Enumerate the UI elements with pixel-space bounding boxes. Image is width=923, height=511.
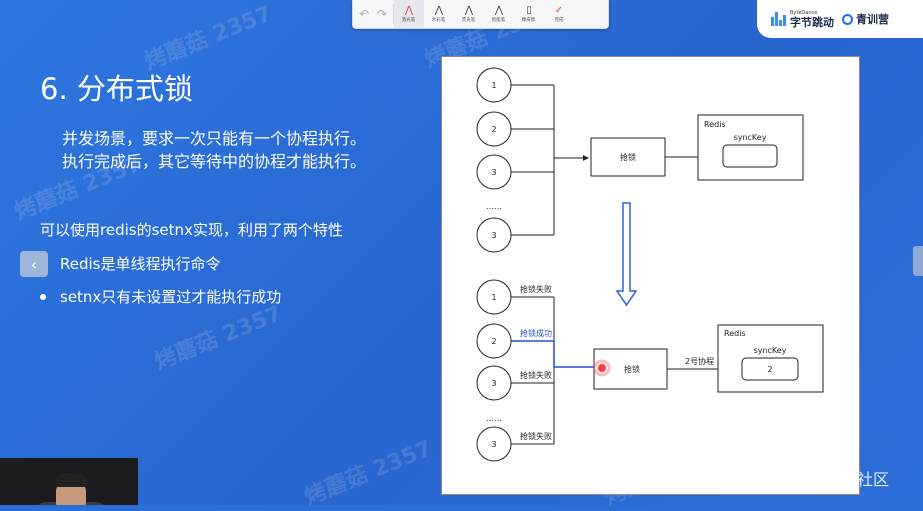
bytedance-cn: 字节跳动 [790, 16, 834, 29]
done-tool[interactable]: ✓ 完成 [544, 0, 574, 28]
node-label: 3 [491, 168, 496, 177]
undo-icon[interactable]: ↶ [359, 7, 369, 21]
synckey-value: 2 [767, 365, 772, 374]
use-lead-text: 可以使用redis的setnx实现，利用了两个特性 [40, 219, 343, 240]
watercolor-pen-tool[interactable]: ⋀ 水彩笔 [424, 0, 454, 28]
tool-label: 橡皮擦 [522, 16, 536, 22]
annotation-toolbar: ↶ ↷ ⋀ 激光笔 ⋀ 水彩笔 ⋀ 荧光笔 ⋀ 智能笔 ▯ 橡皮擦 ✓ 完成 [352, 0, 609, 29]
node-label: …… [486, 414, 502, 423]
node-label: 3 [491, 379, 496, 388]
eraser-icon: ▯ [526, 5, 532, 16]
synckey-slot [723, 145, 777, 167]
bytedance-logo-icon [771, 12, 786, 26]
prev-slide-button[interactable]: ‹ [20, 251, 48, 277]
diagram-canvas: 1 2 3 …… 3 抢锁 Redis syncKey 抢锁失败 抢锁成功 抢锁… [442, 57, 859, 494]
redo-icon[interactable]: ↷ [377, 7, 387, 21]
intro-line-1: 并发场景，要求一次只能有一个协程执行。 [62, 125, 366, 149]
highlighter-tool[interactable]: ⋀ 荧光笔 [454, 0, 484, 28]
synckey-label: syncKey [754, 346, 787, 355]
laser-pointer-icon: ⋀ [405, 5, 413, 16]
bytedance-name: ByteDance 字节跳动 [790, 10, 834, 29]
node-label: 2 [491, 125, 496, 134]
highlighter-icon: ⋀ [465, 5, 473, 16]
tool-label: 智能笔 [492, 16, 506, 22]
edge-label: 抢锁失败 [520, 431, 552, 441]
qingxun-name: 青训营 [856, 11, 889, 27]
qingxun-logo-icon [842, 14, 853, 25]
eraser-tool[interactable]: ▯ 橡皮擦 [514, 0, 544, 28]
site-watermark: @稀土掘金技术社区 [745, 466, 889, 490]
laser-pointer-dot [598, 364, 606, 372]
tool-label: 激光笔 [402, 16, 416, 22]
slide-title: 6. 分布式锁 [40, 66, 193, 108]
bullet-text: setnx只有未设置过才能执行成功 [60, 286, 281, 307]
tool-label: 荧光笔 [462, 16, 476, 22]
edge-label-success: 抢锁成功 [520, 328, 552, 338]
presenter-hair [54, 473, 88, 487]
node-label: 2 [491, 337, 496, 346]
bullet-item: setnx只有未设置过才能执行成功 [40, 286, 281, 307]
smart-pen-tool[interactable]: ⋀ 智能笔 [484, 0, 514, 28]
node-label: 3 [491, 440, 496, 449]
lock-label: 抢锁 [624, 364, 640, 374]
presenter-webcam [0, 458, 138, 505]
tool-label: 完成 [554, 16, 563, 22]
lock-diagram: 1 2 3 …… 3 抢锁 Redis syncKey 抢锁失败 抢锁成功 抢锁… [441, 56, 860, 495]
node-label: …… [486, 202, 502, 211]
lock-label: 抢锁 [620, 152, 636, 162]
tool-label: 水彩笔 [432, 16, 446, 22]
intro-line-2: 执行完成后，其它等待中的协程才能执行。 [62, 148, 366, 172]
synckey-label: syncKey [734, 133, 767, 142]
next-slide-handle[interactable] [913, 246, 923, 276]
edge-label: 抢锁失败 [520, 284, 552, 294]
redis-label: Redis [704, 120, 726, 129]
watercolor-pen-icon: ⋀ [435, 5, 443, 16]
check-icon: ✓ [555, 5, 563, 16]
bullet-text: Redis是单线程执行命令 [60, 253, 220, 274]
chevron-left-icon: ‹ [31, 255, 37, 274]
arrow-label: 2号协程 [685, 356, 714, 366]
node-label: 1 [491, 293, 496, 302]
bullet-item: Redis是单线程执行命令 [40, 253, 220, 274]
node-label: 3 [491, 231, 496, 240]
undo-redo-group: ↶ ↷ [353, 7, 393, 21]
brand-corner: ByteDance 字节跳动 青训营 [757, 0, 923, 38]
smart-pen-icon: ⋀ [495, 5, 503, 16]
transition-arrow [617, 203, 636, 305]
edge-label: 抢锁失败 [520, 370, 552, 380]
laser-pointer-tool[interactable]: ⋀ 激光笔 [394, 0, 424, 28]
node-label: 1 [491, 81, 496, 90]
bullet-dot [40, 294, 46, 300]
redis-label: Redis [724, 329, 746, 338]
